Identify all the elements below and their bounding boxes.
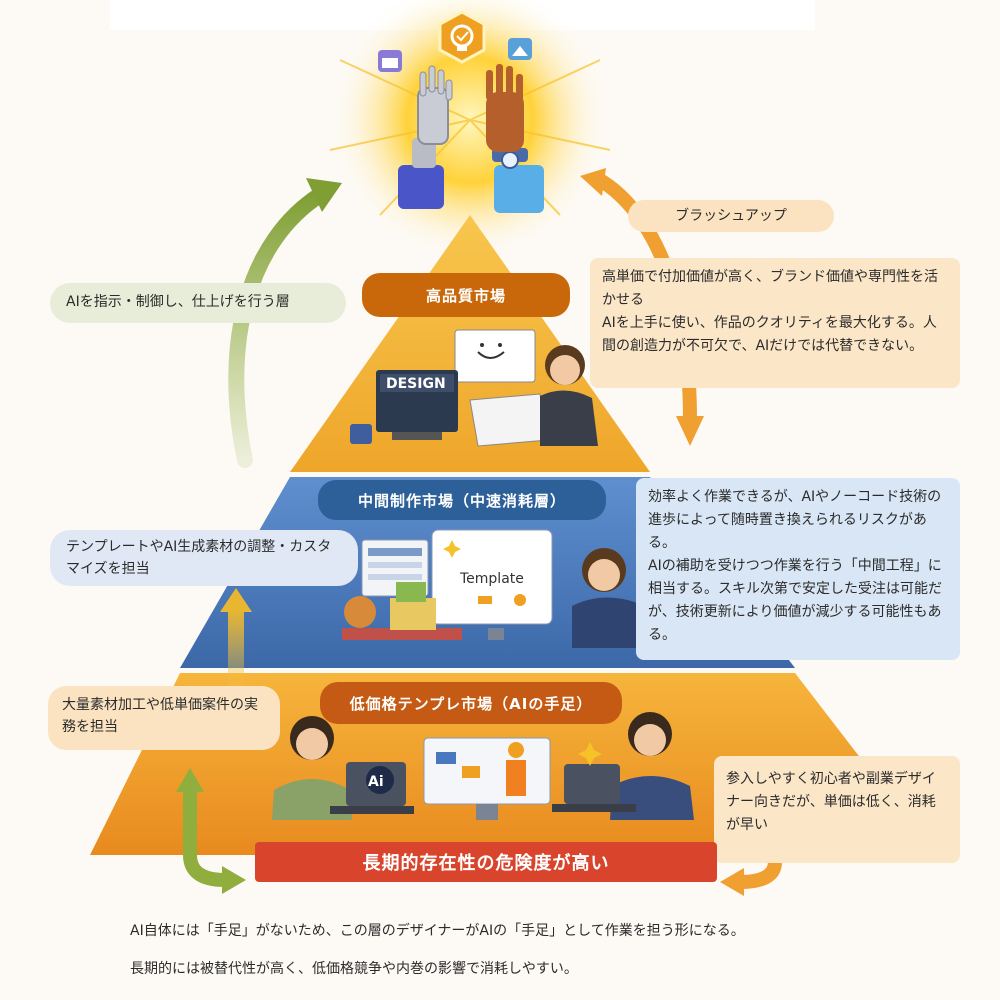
tier-label-middle: 中間制作市場（中速消耗層）	[318, 480, 606, 520]
pill-brushup: ブラッシュアップ	[628, 200, 834, 232]
template-text: Template	[459, 571, 524, 587]
orange-bottom-arrow-head	[720, 868, 744, 896]
green-bottom-arrow-right-head	[222, 866, 246, 894]
human-hand-icon	[486, 64, 544, 213]
footer-line-2: 長期的には被替代性が高く、低価格競争や内巻の影響で消耗しやすい。	[130, 961, 578, 977]
lightbulb-badge-icon	[438, 10, 486, 64]
calendar-icon	[378, 50, 402, 72]
template-editing-illustration	[342, 529, 642, 648]
orange-up-arrow-head	[580, 168, 606, 196]
designer-workstation-illustration	[350, 329, 598, 447]
ai-logo: Ai	[368, 774, 384, 790]
orange-down-arrow-head	[676, 416, 704, 446]
pill-top-tier-role: AIを指示・制御し、仕上げを行う層	[50, 283, 346, 323]
tier-label-top: 高品質市場	[362, 273, 570, 317]
pill-bottom-tier-role: 大量素材加工や低単価案件の実務を担当	[48, 686, 280, 750]
note-top-tier-text: 高単価で付加価値が高く、ブランド価値や専門性を活かせる AIを上手に使い、作品の…	[602, 269, 938, 354]
design-sign: DESIGN	[386, 376, 446, 392]
robot-hand-icon	[398, 65, 453, 209]
image-icon	[508, 38, 532, 60]
note-bottom-tier: 参入しやすく初心者や副業デザイナー向きだが、単価は低く、消耗が早い	[714, 756, 960, 863]
note-middle-tier: 効率よく作業できるが、AIやノーコード技術の進歩によって随時置き換えられるリスク…	[636, 478, 960, 660]
footer-line-1: AI自体には「手足」がないため、この層のデザイナーがAIの「手足」として作業を担…	[130, 923, 745, 939]
yellow-up-arrow	[228, 610, 244, 690]
orange-bottom-arrow	[739, 861, 782, 889]
green-bottom-arrow	[183, 790, 226, 887]
sparkle-icons	[443, 540, 602, 766]
pill-middle-tier-role: テンプレートやAI生成素材の調整・カスタマイズを担当	[50, 530, 358, 586]
green-arrow-head	[306, 178, 342, 212]
green-bottom-arrow-up-head	[176, 768, 204, 792]
note-top-tier: 高単価で付加価値が高く、ブランド価値や専門性を活かせる AIを上手に使い、作品の…	[590, 258, 960, 388]
tier-label-bottom: 低価格テンプレ市場（AIの手足）	[320, 682, 622, 724]
ai-workers-illustration	[272, 712, 694, 820]
danger-banner: 長期的存在性の危険度が高い	[255, 842, 717, 882]
note-bottom-tier-text: 参入しやすく初心者や副業デザイナー向きだが、単価は低く、消耗が早い	[726, 771, 936, 833]
note-middle-tier-text: 効率よく作業できるが、AIやノーコード技術の進歩によって随時置き換えられるリスク…	[648, 489, 942, 643]
yellow-arrow-head	[220, 588, 252, 612]
green-curve-arrow	[228, 187, 328, 468]
